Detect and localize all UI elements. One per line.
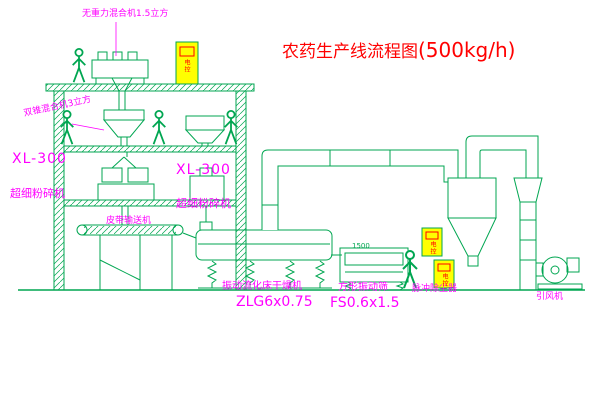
building-structure (45, 83, 255, 291)
label-mill1-model: XL-300 (12, 151, 67, 167)
label-screen-model: FS0.6x1.5 (330, 295, 400, 311)
label-leader-lines (71, 22, 117, 131)
worker-figure (71, 48, 87, 84)
control-cabinet-low (433, 259, 455, 289)
label-mill2-name: 超细粉碎机 (176, 197, 231, 210)
label-dryer-name: 振动流化床干燥机 (222, 281, 302, 292)
worker-figure (402, 250, 418, 289)
title-capacity: (500kg/h) (418, 38, 516, 62)
cyclone-separator (447, 177, 497, 267)
floor2-machine (184, 115, 226, 147)
cabinet-low-text: 电控 (441, 273, 448, 287)
induced-draft-fan (535, 256, 583, 290)
worker-figure (151, 110, 167, 146)
page-title: 农药生产线流程图(500kg/h) (282, 40, 515, 61)
mill-right (189, 167, 225, 222)
exhaust-duct (261, 149, 459, 230)
title-text: 农药生产线流程图 (282, 42, 418, 62)
fluid-bed-dryer (195, 221, 342, 289)
control-cabinet-mid (421, 227, 443, 257)
cabinet-top-text: 电控 (183, 59, 190, 73)
cyclone-outlet-duct (465, 135, 539, 178)
cabinet-mid-text: 电控 (429, 241, 436, 255)
label-belt-conveyor: 皮带输送机 (106, 216, 152, 226)
label-fan: 引风机 (536, 292, 564, 302)
label-mill1-name: 超细粉碎机 (10, 187, 65, 200)
label-screen-name: 方形振动筛 (338, 282, 388, 293)
worker-figure (223, 110, 239, 146)
label-gravity-mixer: 无重力混合机1.5立方 (82, 9, 169, 19)
double-cone-mixer (102, 109, 146, 169)
label-dust-collector: 脉冲除尘器 (412, 284, 458, 294)
belt-conveyor (76, 224, 197, 290)
control-cabinet-top (175, 41, 199, 85)
label-dryer-model: ZLG6x0.75 (236, 294, 313, 310)
gravity-mixer (91, 51, 149, 111)
mill-left (97, 167, 155, 226)
exhaust-stack (513, 177, 543, 291)
label-mill2-model: XL-300 (176, 162, 231, 178)
screen-dimension-text: 1500 (352, 242, 370, 250)
